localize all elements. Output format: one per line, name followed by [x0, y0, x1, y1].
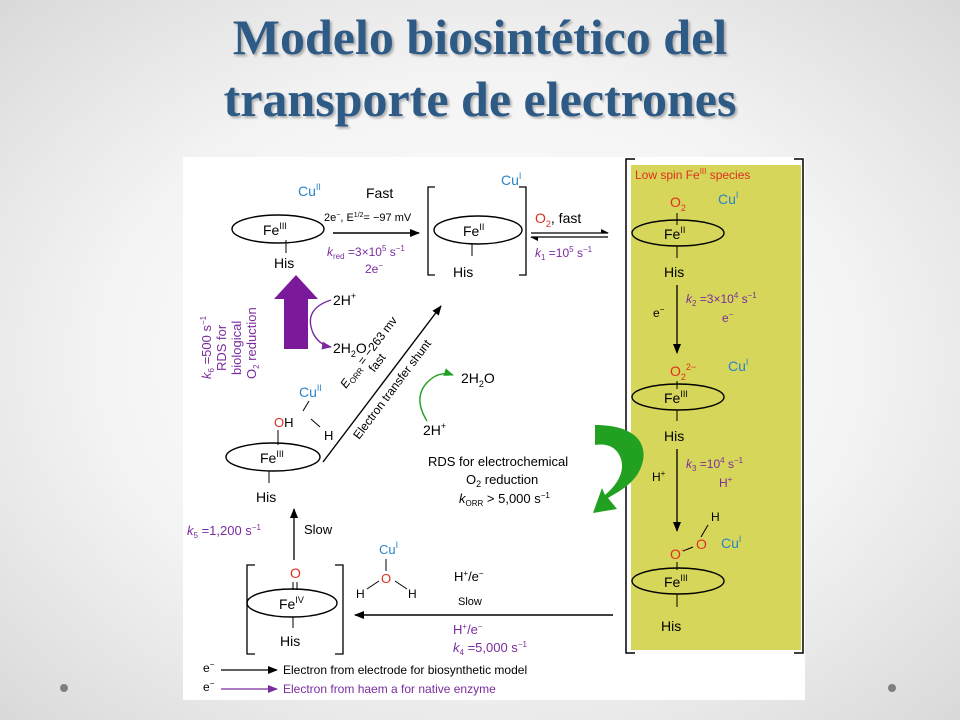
panel-bracket-left — [625, 158, 635, 654]
water2-product: 2H2O — [461, 370, 495, 389]
water1-protons: 2H+ — [333, 291, 356, 308]
top-left-porphyrin — [231, 214, 325, 244]
k3-proton: H+ — [652, 469, 666, 484]
reaction-cycle-diagram: Low spin FeIII species CuII FeIII His Fa… — [187, 158, 804, 696]
electro-rds-line1: RDS for electrochemical — [428, 454, 568, 469]
bottom-his: His — [280, 633, 300, 649]
electro-rds-arrow — [593, 425, 644, 513]
k-orr-label: kORR > 5,000 s−1 — [459, 491, 550, 508]
water1-product: 2H2O — [333, 340, 367, 359]
water-mol-h2-bond — [394, 580, 408, 590]
right1-his: His — [664, 264, 684, 280]
right3-oxygen-proximal: O− — [670, 545, 686, 562]
low-spin-panel — [631, 165, 801, 650]
reduction-conditions: 2e−, E1/2= −97 mV — [324, 212, 412, 224]
title-line-2: transporte de electrones — [223, 71, 737, 127]
k4-slow-label: Slow — [458, 596, 482, 608]
right2-peroxide: O22− — [670, 362, 696, 382]
right1-copper: CuI — [718, 190, 738, 207]
k3-proton-below: H+ — [719, 475, 733, 490]
right1-oxygen: O2 — [670, 194, 686, 213]
mid-left-cu-bond — [302, 400, 310, 412]
bottom-oxo: O — [290, 565, 301, 581]
k2-label: k2 =3×104 s−1 — [686, 291, 757, 308]
two-electrons-label: 2e− — [365, 261, 383, 276]
mid-left-hydrogen: H — [324, 428, 333, 443]
right3-iron: FeIII — [664, 573, 688, 590]
water-mol-h1-bond — [366, 580, 380, 590]
water-mol-copper: CuI — [379, 540, 398, 557]
right3-oxygen-distal: O — [696, 536, 707, 552]
rds-biological-arrow — [274, 275, 318, 349]
shunt-arrow — [322, 305, 442, 463]
k-red-label: kred =3×105 s−1 — [327, 244, 405, 261]
k5-slow-label: Slow — [304, 522, 333, 537]
right3-hydrogen: H — [711, 510, 720, 524]
water1-curve-arrow — [309, 299, 332, 350]
mid-left-copper: CuII — [299, 383, 322, 400]
k2-electron: e− — [653, 305, 665, 320]
panel-bracket-right — [794, 158, 804, 654]
right2-iron: FeIII — [664, 389, 688, 406]
water-mol-h2: H — [408, 587, 417, 601]
top-mid-copper: CuI — [501, 171, 521, 188]
top-mid-iron: FeII — [463, 222, 484, 239]
mid-left-porphyrin — [225, 442, 321, 472]
right3-porphyrin — [631, 567, 725, 595]
mid-left-his: His — [256, 489, 276, 505]
water-mol-oxygen: O — [381, 571, 391, 586]
title-line-1: Modelo biosintético del — [232, 9, 728, 65]
right3-his: His — [661, 618, 681, 634]
mid-left-hydroxide: OH — [274, 415, 294, 430]
svg-text:O2 reduction: O2 reduction — [244, 307, 261, 379]
svg-text:RDS for: RDS for — [214, 324, 229, 371]
right2-copper: CuI — [728, 357, 748, 374]
legend-text-2: Electron from haem a for native enzyme — [283, 682, 496, 696]
electro-rds-line2: O2 reduction — [466, 472, 538, 489]
right2-his: His — [664, 428, 684, 444]
k3-label: k3 =104 s−1 — [686, 456, 744, 473]
water-mol-h1: H — [356, 587, 365, 601]
k4-top-label: H+/e− — [454, 569, 484, 584]
top-mid-porphyrin — [433, 215, 523, 245]
nav-dot-right — [888, 684, 896, 692]
right1-iron: FeII — [664, 225, 685, 242]
bracket-right — [519, 186, 527, 276]
k6-label: k6 =500 s−1 RDS for biological O2 reduct… — [199, 307, 261, 379]
k1-label: k1 =105 s−1 — [535, 245, 593, 262]
top-left-iron: FeIII — [263, 221, 287, 238]
o2-fast-label: O2, fast — [535, 210, 581, 229]
bottom-porphyrin — [246, 588, 338, 618]
top-left-his: His — [274, 255, 294, 271]
bottom-bracket-right — [335, 564, 344, 655]
legend-symbol-2: e− — [203, 679, 215, 694]
right3-copper: CuI — [721, 534, 741, 551]
top-mid-his: His — [453, 264, 473, 280]
bracket-left — [427, 186, 435, 276]
k4-mid-label: H+/e− — [453, 622, 483, 637]
legend-symbol-1: e− — [203, 660, 215, 675]
fast-label: Fast — [366, 185, 393, 201]
right3-oh-bond — [700, 524, 709, 538]
mid-left-iron: FeIII — [260, 449, 284, 466]
right2-porphyrin — [631, 383, 725, 411]
right3-oo-bond — [682, 546, 694, 552]
bottom-iron: FeIV — [279, 595, 304, 612]
water2-curve-arrow — [419, 368, 454, 422]
svg-text:biological: biological — [229, 321, 244, 375]
mid-left-h-bond — [310, 418, 321, 428]
reaction-cycle-figure: Low spin FeIII species CuII FeIII His Fa… — [183, 157, 805, 700]
top-left-copper: CuII — [298, 182, 321, 199]
slide-title: Modelo biosintético del transporte de el… — [0, 6, 960, 130]
nav-dot-left — [60, 684, 68, 692]
right1-porphyrin — [631, 219, 725, 247]
k2-electron-below: e− — [722, 310, 734, 325]
bottom-bracket-left — [246, 564, 255, 655]
legend-text-1: Electron from electrode for biosynthetic… — [283, 663, 527, 677]
water2-protons: 2H+ — [423, 421, 446, 438]
svg-text:k6 =500 s−1: k6 =500 s−1 — [199, 315, 216, 379]
k5-label: k5 =1,200 s−1 — [187, 523, 261, 540]
panel-label: Low spin FeIII species — [635, 167, 750, 182]
k4-rate-label: k4 =5,000 s−1 — [453, 640, 527, 657]
